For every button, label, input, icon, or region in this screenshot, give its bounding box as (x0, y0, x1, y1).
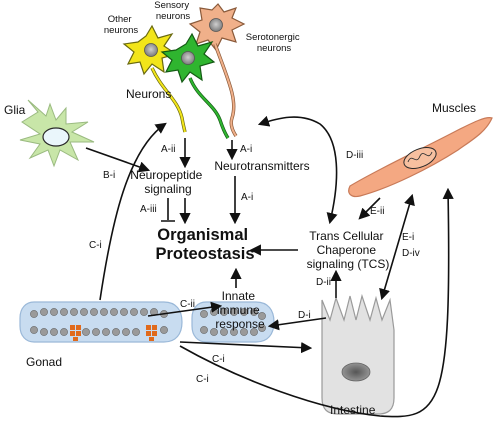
edge-label-c-i-bottom-1: C-i (212, 354, 225, 365)
arrow-c-i-gonad-to-muscles (179, 187, 454, 418)
edge-label-c-i-bottom-2: C-i (196, 374, 209, 385)
inhibition-a-iii (161, 198, 175, 222)
neurons-label: Neurons (126, 87, 171, 101)
edge-label-c-i-left: C-i (89, 240, 102, 251)
sensory-neurons-label: Sensory neurons (154, 0, 192, 22)
intestine-cell-icon (321, 293, 395, 415)
gonad-illustration (19, 301, 275, 343)
arrow-d-i (267, 317, 327, 331)
arrow-e-i-d-iv (379, 193, 415, 301)
edge-label-d-iv: D-iv (402, 248, 420, 259)
neurotransmitters-node: Neurotransmitters (214, 159, 309, 173)
neurons-illustration (122, 3, 246, 139)
serotonergic-neurons-label: Serotonergic neurons (246, 32, 303, 54)
edge-label-b-i: B-i (103, 170, 115, 181)
sensory-neuron-icon (160, 32, 230, 139)
serotonergic-neuron-icon (188, 3, 246, 137)
oocyte-accent-right (146, 325, 157, 341)
other-neuron-icon (122, 24, 187, 133)
arrow-c-i-gonad-to-intestine (179, 341, 313, 354)
arrow-c-ii (147, 301, 223, 317)
arrows (85, 115, 454, 418)
glia-label: Glia (4, 103, 26, 117)
innate-immune-response-node: Innate immune response (215, 289, 265, 331)
organismal-proteostasis-node: Organismal Proteostasis (155, 226, 254, 263)
edge-label-d-i: D-i (298, 310, 311, 321)
edge-label-a-i-top: A-i (240, 144, 252, 155)
edge-label-d-ii: D-ii (316, 277, 331, 288)
muscle-cell-icon (348, 117, 493, 198)
neuropeptide-signaling-node: Neuropeptide signaling (130, 168, 205, 196)
edge-label-a-i-mid: A-i (241, 192, 253, 203)
other-neurons-label: Other neurons (104, 14, 139, 36)
arrow-c-i-gonad-to-neurons (99, 122, 167, 301)
edge-label-e-ii: E-ii (370, 206, 384, 217)
edge-label-a-ii: A-ii (161, 144, 175, 155)
tcs-node: Trans Cellular Chaperone signaling (TCS) (307, 229, 390, 271)
arrow-e-ii (358, 197, 381, 220)
muscles-label: Muscles (432, 101, 476, 115)
edge-label-c-ii: C-ii (180, 299, 195, 310)
oocyte-accent-left (70, 325, 81, 341)
edge-label-d-iii: D-iii (346, 150, 363, 161)
edge-label-e-i: E-i (402, 232, 414, 243)
edge-labels: A-ii A-i A-i A-iii B-i C-i C-ii C-i C-i … (89, 144, 420, 385)
arrow-d-iii (257, 115, 338, 225)
edge-label-a-iii: A-iii (140, 204, 157, 215)
arrow-b-i (85, 147, 151, 173)
gonad-label: Gonad (26, 355, 62, 369)
glia-cell-icon (19, 99, 95, 168)
